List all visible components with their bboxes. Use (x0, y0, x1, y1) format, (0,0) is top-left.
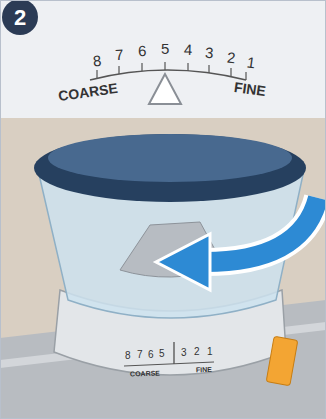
dial-number: 8 (125, 351, 131, 361)
scale-number: 7 (114, 46, 123, 62)
dial-marker (173, 342, 174, 364)
dial-number: 5 (159, 349, 165, 359)
orange-tab (266, 336, 298, 385)
dial-label: COARSE (130, 369, 160, 377)
dial-number: 7 (137, 350, 143, 360)
lid-top (48, 134, 292, 182)
scale-ticks (97, 62, 246, 80)
dial-number: 6 (148, 350, 154, 360)
scale-number: 8 (92, 52, 102, 68)
dial-label: FINE (196, 365, 212, 373)
scale-number: 5 (161, 41, 169, 56)
scale-number: 6 (138, 42, 147, 57)
dial-number: 3 (181, 348, 187, 358)
dial-number: 1 (207, 347, 213, 357)
scale-number: 3 (204, 44, 213, 60)
hopper-lid (34, 134, 306, 202)
arrow-head (156, 234, 210, 290)
arrow-outline (205, 198, 318, 262)
dial-number: 2 (194, 347, 200, 357)
step-number: 2 (14, 7, 26, 29)
scale-number: 4 (184, 41, 193, 56)
scale-number: 2 (226, 49, 236, 65)
step-badge (2, 0, 38, 35)
rotation-arrow (205, 198, 318, 262)
pointer-triangle (149, 74, 181, 104)
scale-label: FINE (233, 80, 267, 98)
